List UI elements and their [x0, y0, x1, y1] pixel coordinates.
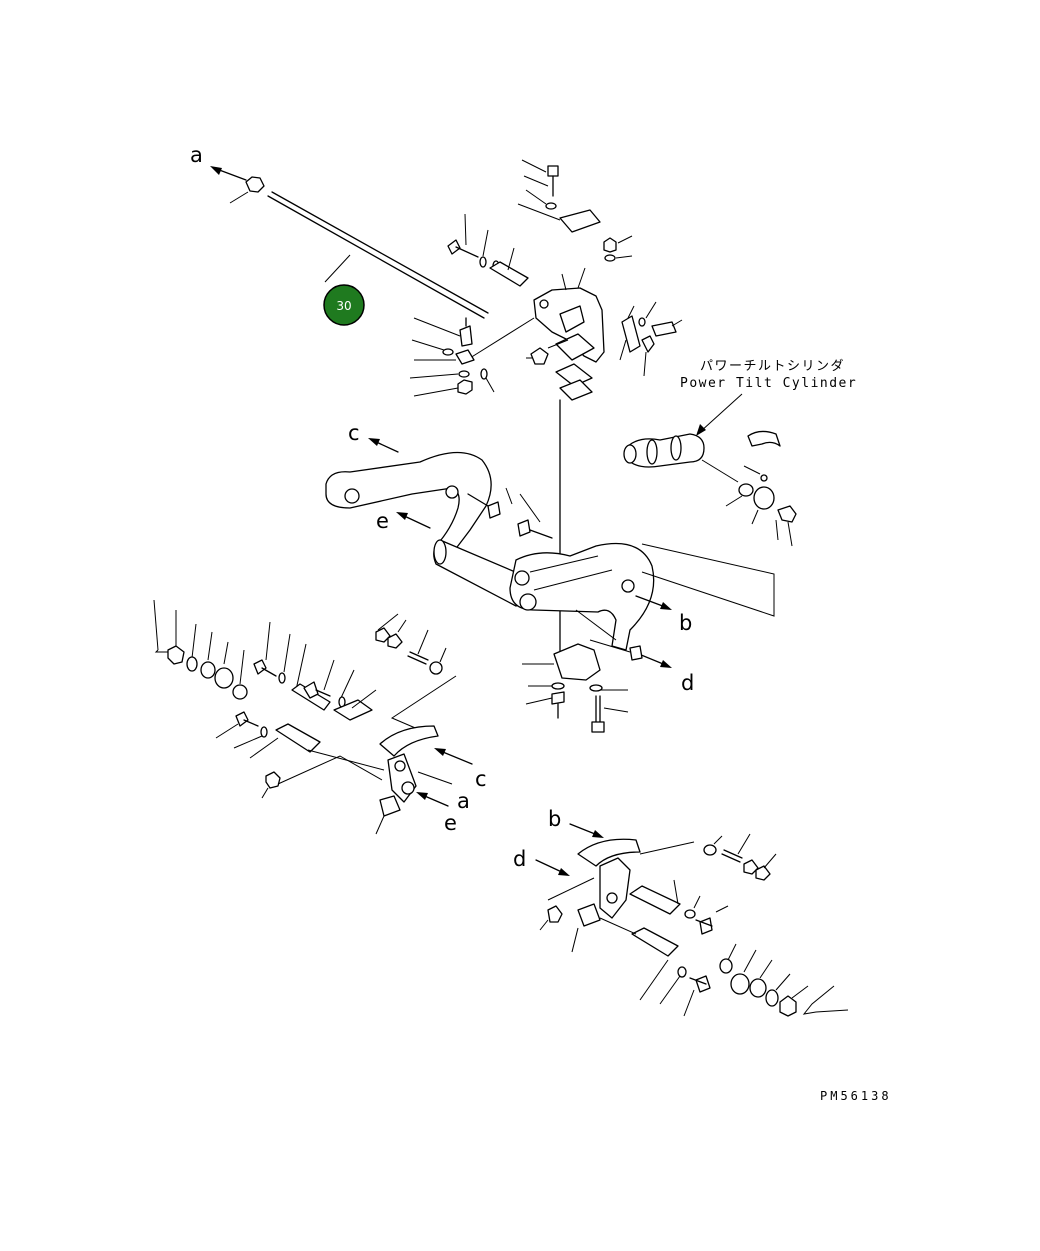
tilt-frame-group [325, 438, 775, 668]
drawing-code: PM56138 [820, 1089, 892, 1103]
callout-letter-d-mid: d [681, 671, 694, 695]
callout-letter-e-low: e [444, 811, 457, 835]
callout-letter-b-mid: b [679, 611, 692, 635]
bottom-right-assembly-group [535, 823, 849, 1017]
top-bracket-group [409, 159, 683, 661]
callout-letter-a-top: a [190, 143, 203, 167]
lower-center-mount-group [522, 643, 629, 733]
callout-letter-b-bot: b [548, 807, 561, 831]
callout-letter-a-low: a [457, 789, 470, 813]
part-badge-circle [323, 284, 365, 326]
part-badge-number: 30 [336, 299, 351, 313]
part-badge-30[interactable]: 30 [323, 284, 365, 326]
cylinder-label-jp: パワーチルトシリンダ [700, 359, 845, 374]
cylinder-label-en: Power Tilt Cylinder [680, 376, 857, 391]
lower-left-assembly-group [153, 599, 473, 835]
callout-letter-e-mid: e [376, 509, 389, 533]
callout-letter-c-low: c [475, 767, 487, 791]
callout-letter-c-mid: c [348, 421, 360, 445]
power-tilt-cylinder-group: パワーチルトシリンダ Power Tilt Cylinder [623, 359, 857, 547]
callout-letter-d-bot: d [513, 847, 526, 871]
tilt-rod-group [210, 166, 489, 319]
